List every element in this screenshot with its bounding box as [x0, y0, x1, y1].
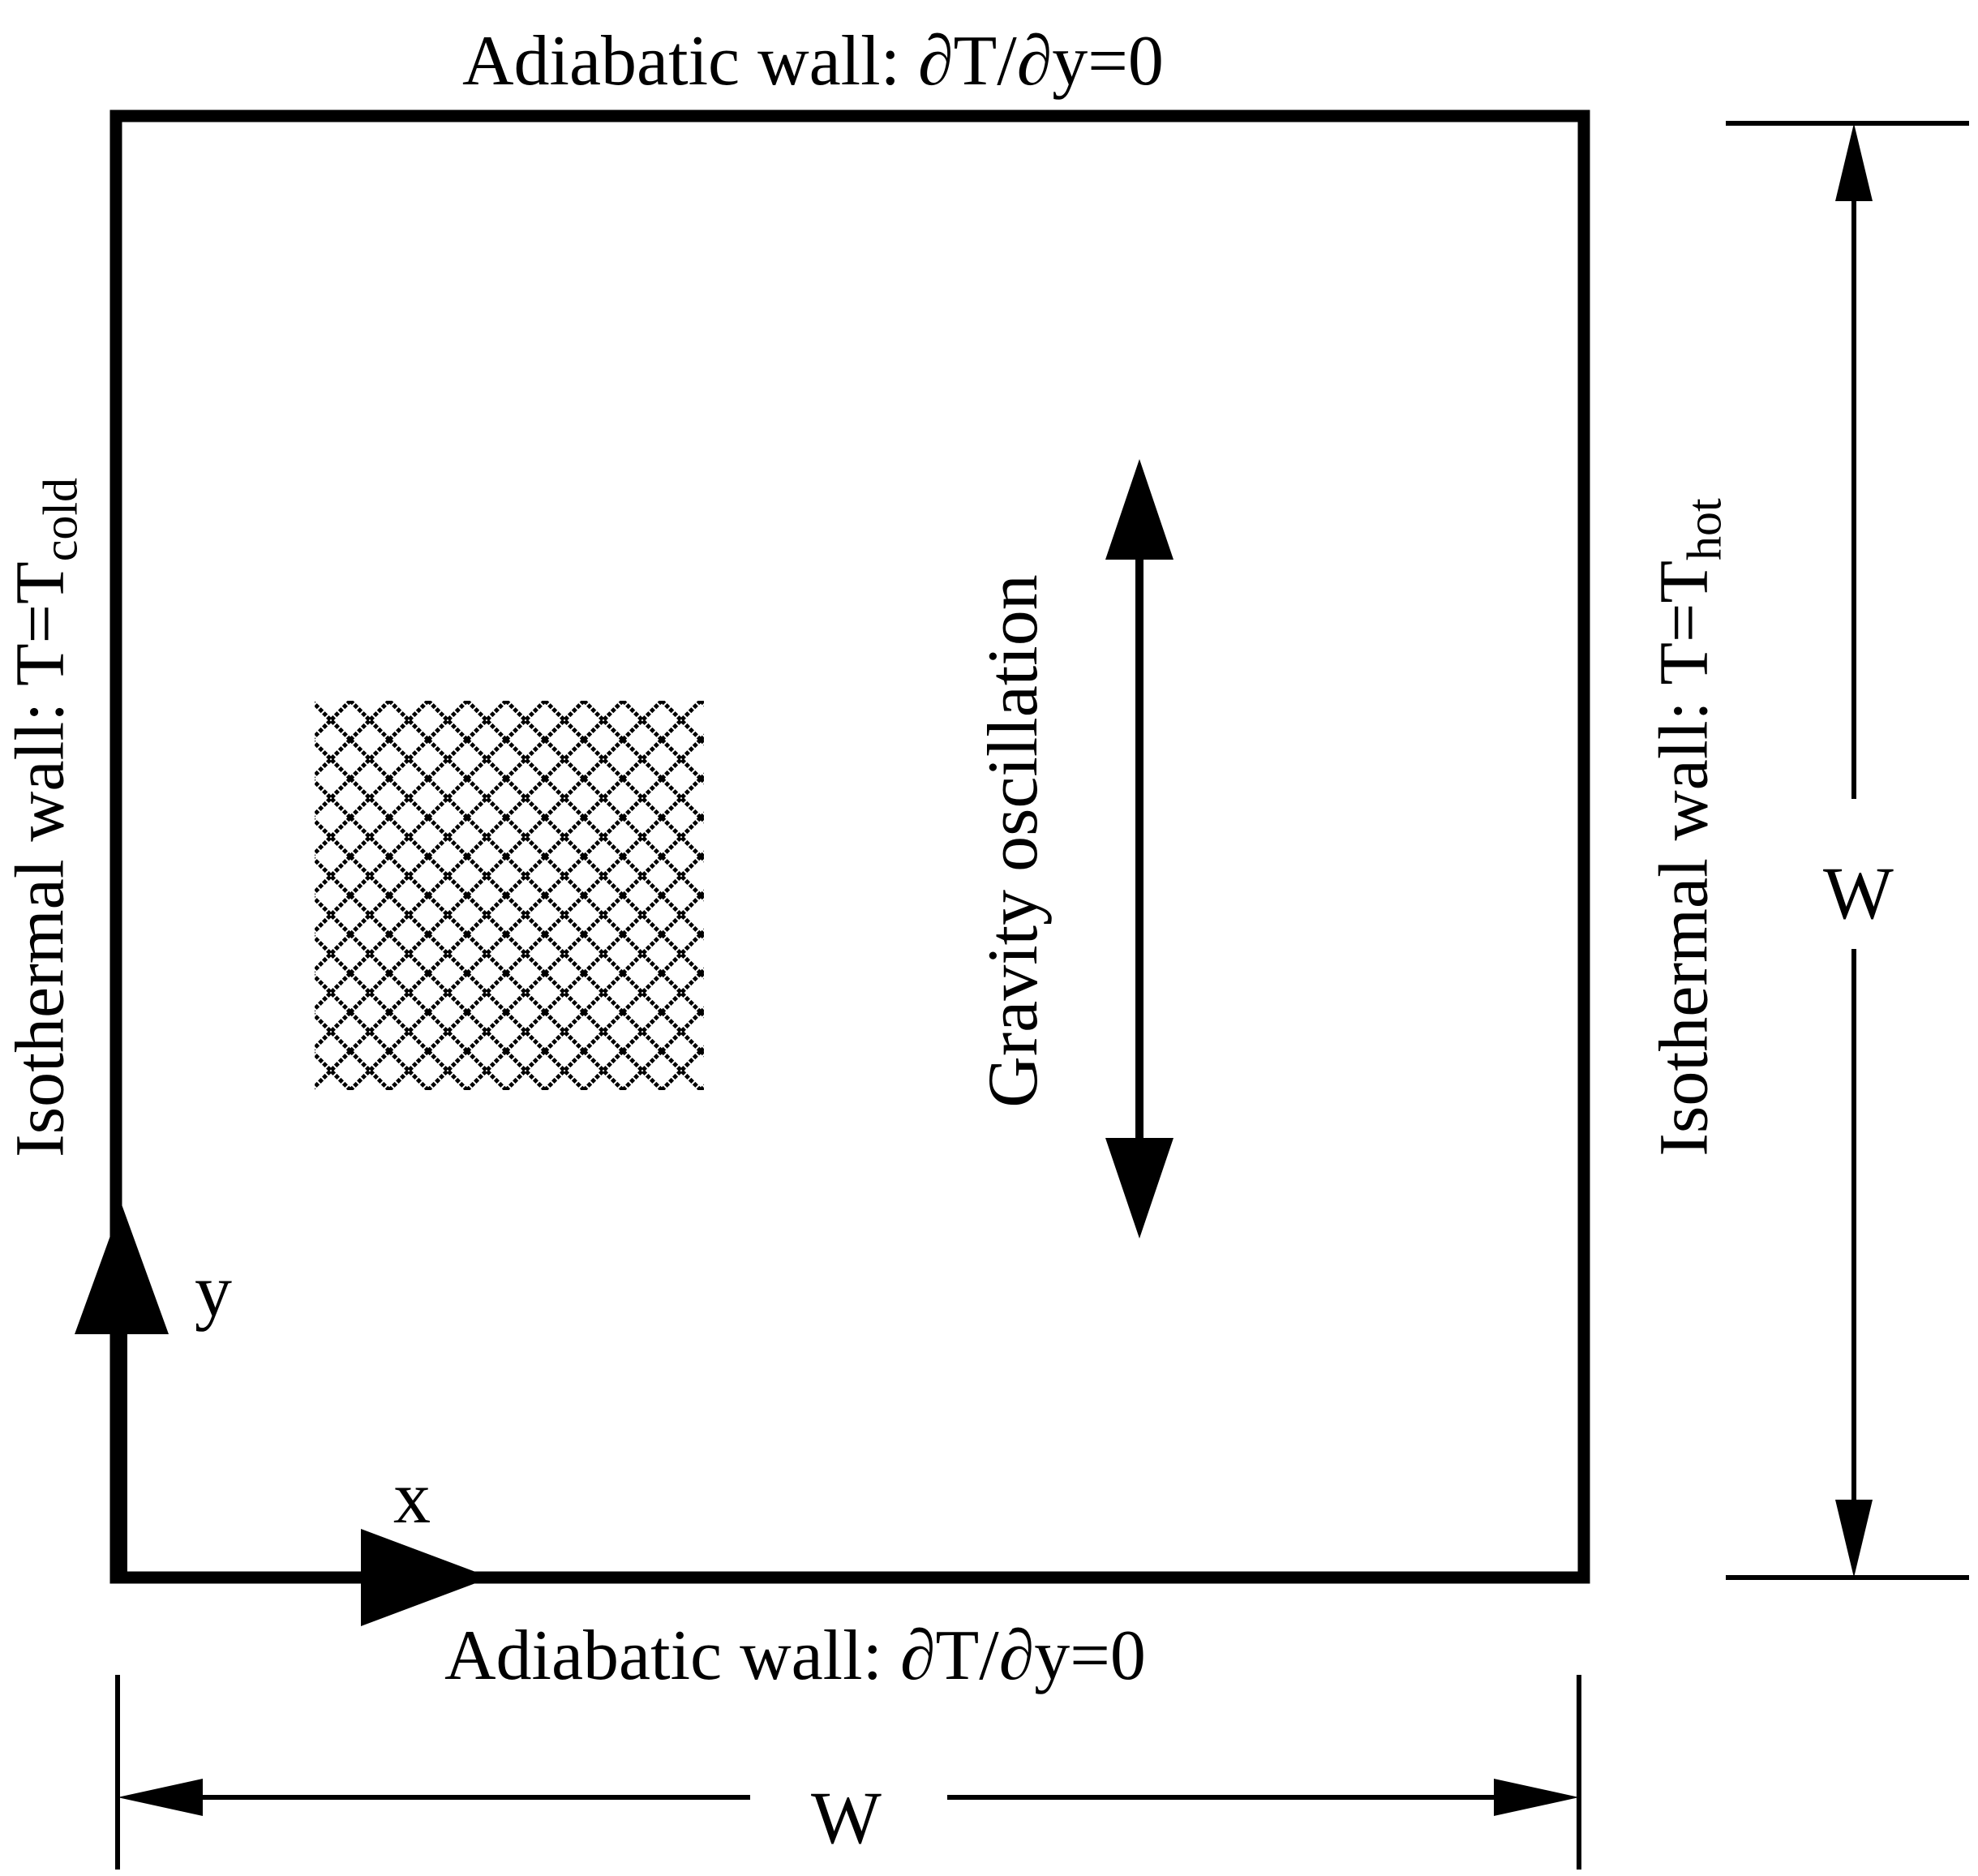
right-wall-text: Isothermal wall: T=T [1644, 560, 1723, 1157]
right-wall-label: Isothermal wall: T=Thot [1645, 498, 1731, 1156]
y-axis-label: y [195, 1249, 232, 1332]
gravity-label: Gravity oscillation [974, 574, 1053, 1108]
top-wall-label: Adiabatic wall: ∂T/∂y=0 [462, 22, 1164, 101]
y-axis-arrow [75, 1204, 169, 1582]
x-axis-label: x [393, 1456, 431, 1539]
right-wall-subscript: hot [1677, 498, 1731, 560]
cavity-enclosure [109, 109, 1590, 1584]
height-dimension-label: W [1823, 852, 1894, 934]
width-dimension-label: W [811, 1776, 882, 1859]
height-dimension [1726, 121, 1969, 1580]
porous-block [315, 701, 704, 1090]
left-wall-text: Isothermal wall: T=T [0, 561, 79, 1158]
gravity-oscillation-arrow [1105, 459, 1173, 1239]
x-axis-arrow [116, 1529, 491, 1626]
width-dimension [115, 1675, 1581, 1870]
bottom-wall-label: Adiabatic wall: ∂T/∂y=0 [444, 1616, 1146, 1695]
left-wall-subscript: cold [33, 477, 88, 562]
left-wall-label: Isothermal wall: T=Tcold [1, 477, 88, 1157]
